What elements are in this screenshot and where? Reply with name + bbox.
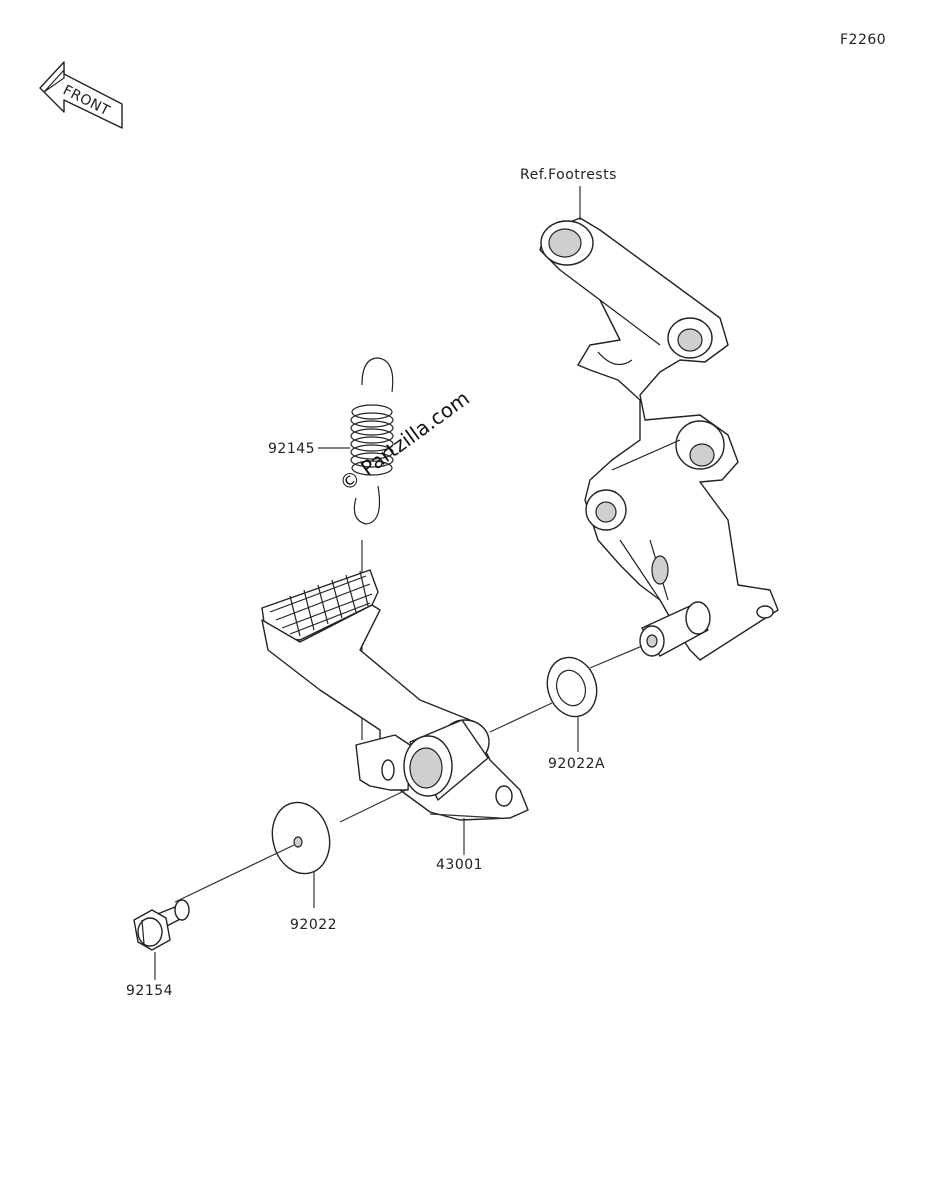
part-number-92145: 92145 [268,441,315,457]
diagram-code: F2260 [840,32,886,48]
reference-label: Ref.Footrests [520,167,617,183]
brake-pedal [261,569,529,821]
part-number-92154: 92154 [126,983,173,999]
part-number-92022: 92022 [290,917,337,933]
return-spring [350,357,394,525]
front-arrow-icon: FRONT [39,61,123,129]
washer-92022 [271,801,331,875]
bolt-92154 [133,899,190,951]
part-number-92022a: 92022A [548,756,605,772]
washer-92022a [546,656,598,718]
footrest-bracket [539,217,779,661]
part-number-43001: 43001 [436,857,483,873]
